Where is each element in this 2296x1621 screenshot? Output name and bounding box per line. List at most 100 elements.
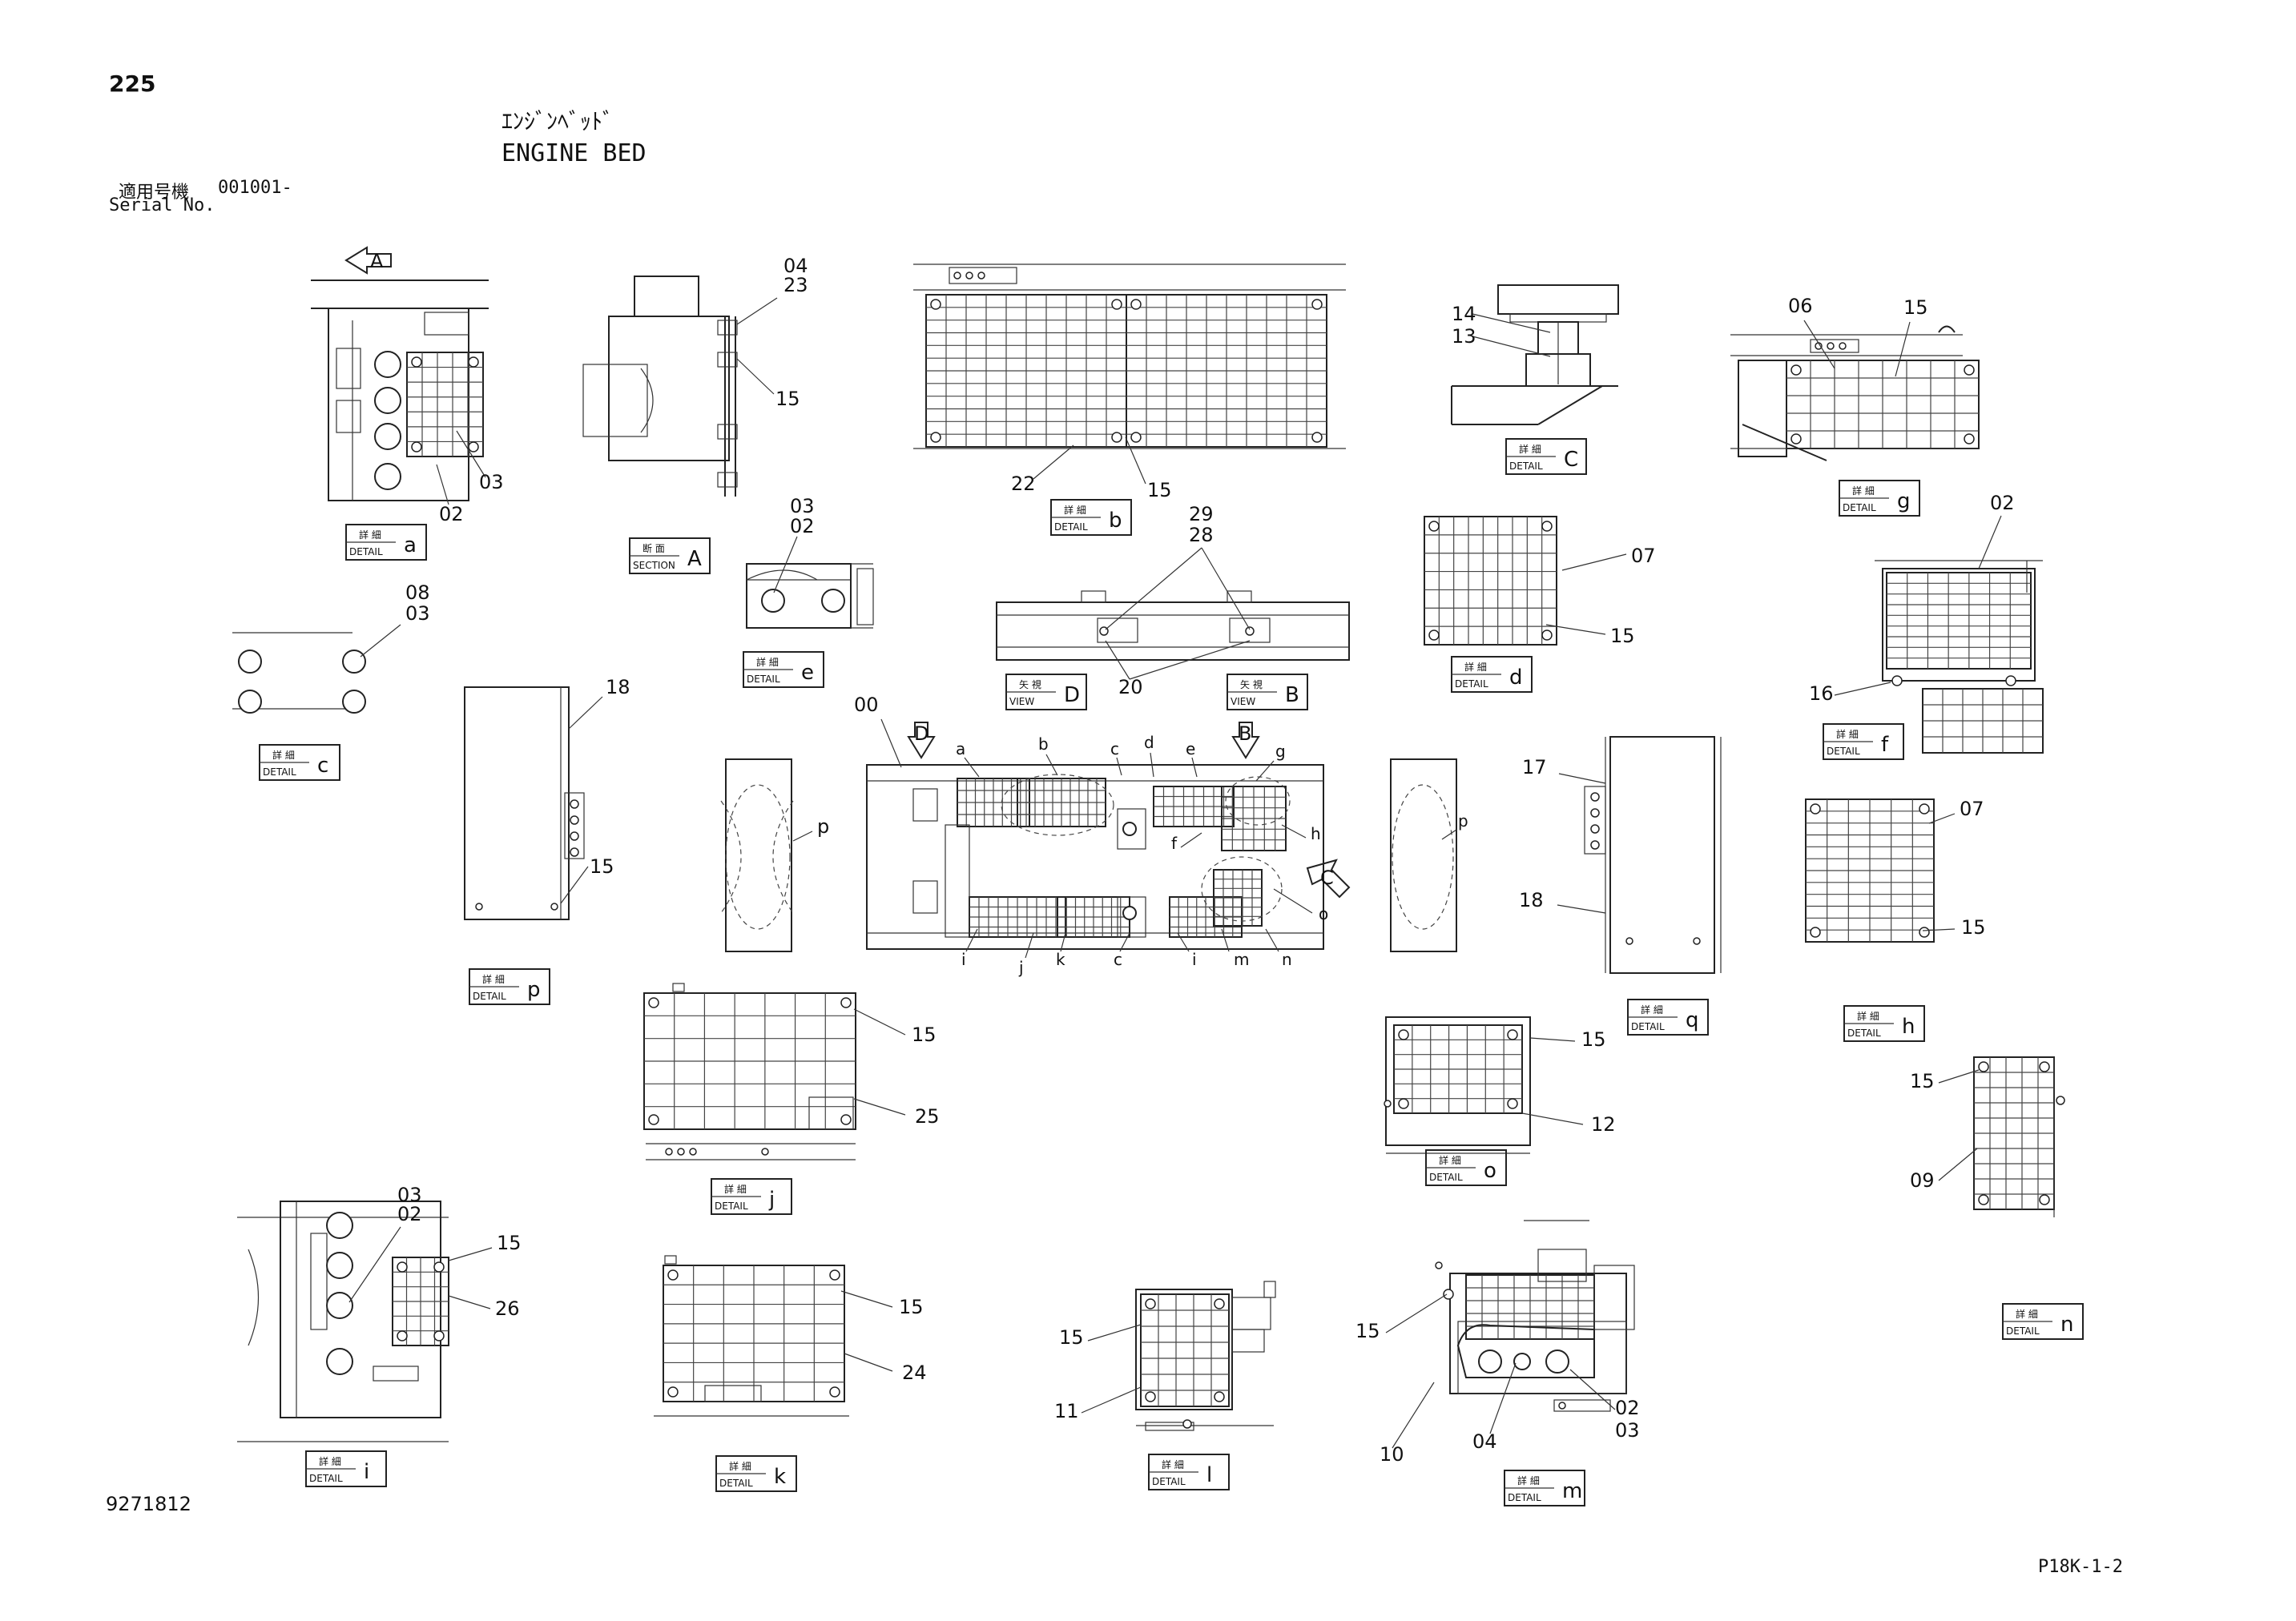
drawing-line xyxy=(1938,1148,1978,1181)
part-number-callout: 22 xyxy=(1011,473,1036,495)
drawing-outline xyxy=(1537,1249,1587,1282)
drawing-line xyxy=(1938,1069,1980,1084)
part-number-callout: 29 xyxy=(1189,503,1214,525)
part-number-callout: 15 xyxy=(497,1232,522,1254)
drawing-outline xyxy=(1810,339,1859,353)
drawing-line xyxy=(736,297,778,325)
bolt-mark xyxy=(2039,1194,2050,1205)
drawing-line xyxy=(1221,928,1230,952)
drawing-line xyxy=(1125,436,1146,485)
detail-box-japanese: 詳 細 xyxy=(1162,1458,1184,1470)
part-number-callout: 24 xyxy=(902,1362,927,1384)
detail-box-letter: c xyxy=(317,754,328,778)
part-number-callout: 03 xyxy=(479,471,504,493)
bolt-mark xyxy=(1590,808,1600,818)
drawing-outline xyxy=(996,601,1350,661)
bolt-mark xyxy=(1428,521,1440,532)
drawing-line xyxy=(853,1098,906,1116)
bolt-mark xyxy=(1214,1298,1225,1309)
drawing-outline xyxy=(866,764,1324,950)
overview-letter: e xyxy=(1186,739,1195,758)
detail-box-japanese: 詳 細 xyxy=(1519,443,1541,455)
part-number-callout: 15 xyxy=(590,855,614,878)
drawing-outline xyxy=(328,308,469,501)
overview-letter: n xyxy=(1282,950,1292,969)
drawing-outline xyxy=(717,472,738,488)
detail-box-english: DETAIL xyxy=(715,1201,748,1212)
detail-box-letter: l xyxy=(1206,1463,1212,1487)
bolt-mark xyxy=(840,1114,852,1125)
drawing-line xyxy=(448,1295,491,1309)
part-number-callout: 15 xyxy=(1059,1326,1084,1349)
part-number-callout: 15 xyxy=(1610,625,1635,647)
title-english: ENGINE BED xyxy=(501,139,647,167)
drawing-outline xyxy=(717,320,738,336)
drawing-line xyxy=(1281,824,1307,839)
detail-box-letter: j xyxy=(768,1188,775,1212)
drawing-path xyxy=(248,1249,260,1346)
drawing-outline xyxy=(1097,617,1138,643)
drawing-line xyxy=(1922,928,1956,931)
drawing-outline xyxy=(664,1255,677,1265)
bolt-mark xyxy=(1964,433,1975,444)
part-number-callout: 03 xyxy=(1615,1419,1640,1442)
drawing-path xyxy=(746,569,818,581)
detail-box-japanese: 詳 細 xyxy=(359,529,381,541)
overview-letter: m xyxy=(1234,950,1249,969)
bolt-mark xyxy=(411,356,422,368)
detail-box-english: VIEW xyxy=(1009,696,1034,707)
bolt-mark xyxy=(1810,803,1821,815)
part-number-callout: 03 xyxy=(790,495,815,517)
bolt-mark xyxy=(1625,937,1633,945)
part-number-callout: 14 xyxy=(1452,303,1476,325)
bolt-mark xyxy=(475,903,483,911)
part-number-callout: 16 xyxy=(1809,682,1834,705)
detail-box-japanese: 詳 細 xyxy=(1517,1474,1540,1486)
drawing-line xyxy=(1191,757,1198,778)
part-number-callout: 28 xyxy=(1189,524,1214,546)
part-number-callout: 00 xyxy=(854,694,879,716)
detail-box-english: DETAIL xyxy=(1508,1492,1541,1503)
drawing-outline xyxy=(1609,736,1715,974)
bolt-hole xyxy=(374,387,401,414)
drawing-outline xyxy=(1882,568,2036,682)
drawing-number: 9271812 xyxy=(106,1493,191,1515)
bolt-mark xyxy=(667,1269,679,1281)
part-number-callout: 06 xyxy=(1788,295,1813,317)
drawing-line xyxy=(1255,760,1275,782)
drawing-outline xyxy=(1509,313,1607,323)
bolt-mark xyxy=(1978,1194,1989,1205)
drawing-line xyxy=(456,430,486,478)
drawing-path xyxy=(720,800,742,914)
serial-label-japanese: 適用号機 xyxy=(119,183,190,203)
drawing-path xyxy=(1742,424,1827,461)
drawing-path xyxy=(1938,325,1956,333)
bolt-mark xyxy=(570,815,579,825)
bolt-mark xyxy=(1130,299,1142,310)
drawing-line xyxy=(560,866,589,904)
drawing-line xyxy=(1489,1362,1517,1434)
drawing-line xyxy=(448,1247,493,1261)
part-number-callout: 08 xyxy=(405,581,430,604)
detail-box-letter: B xyxy=(1285,683,1299,707)
bolt-mark xyxy=(1245,626,1255,636)
drawing-line xyxy=(1441,829,1457,840)
bolt-hole xyxy=(1122,906,1137,920)
drawing-line xyxy=(1081,1386,1142,1414)
detail-box-english: DETAIL xyxy=(309,1473,343,1484)
part-number-callout: 02 xyxy=(1990,492,2015,514)
serial-label-english: Serial No. xyxy=(109,195,216,215)
part-number-callout: 15 xyxy=(1355,1320,1380,1342)
detail-box-letter: o xyxy=(1484,1159,1496,1183)
bolt-mark xyxy=(689,1148,697,1156)
drawing-line xyxy=(736,358,775,395)
bolt-mark xyxy=(648,997,659,1008)
bolt-mark xyxy=(977,272,985,280)
view-arrow-letter: B xyxy=(1239,722,1251,745)
bolt-hole xyxy=(1545,1349,1569,1374)
bolt-mark xyxy=(677,1148,685,1156)
part-number-callout: 02 xyxy=(439,503,464,525)
drawing-outline xyxy=(424,312,469,336)
bolt-mark xyxy=(2005,675,2016,686)
